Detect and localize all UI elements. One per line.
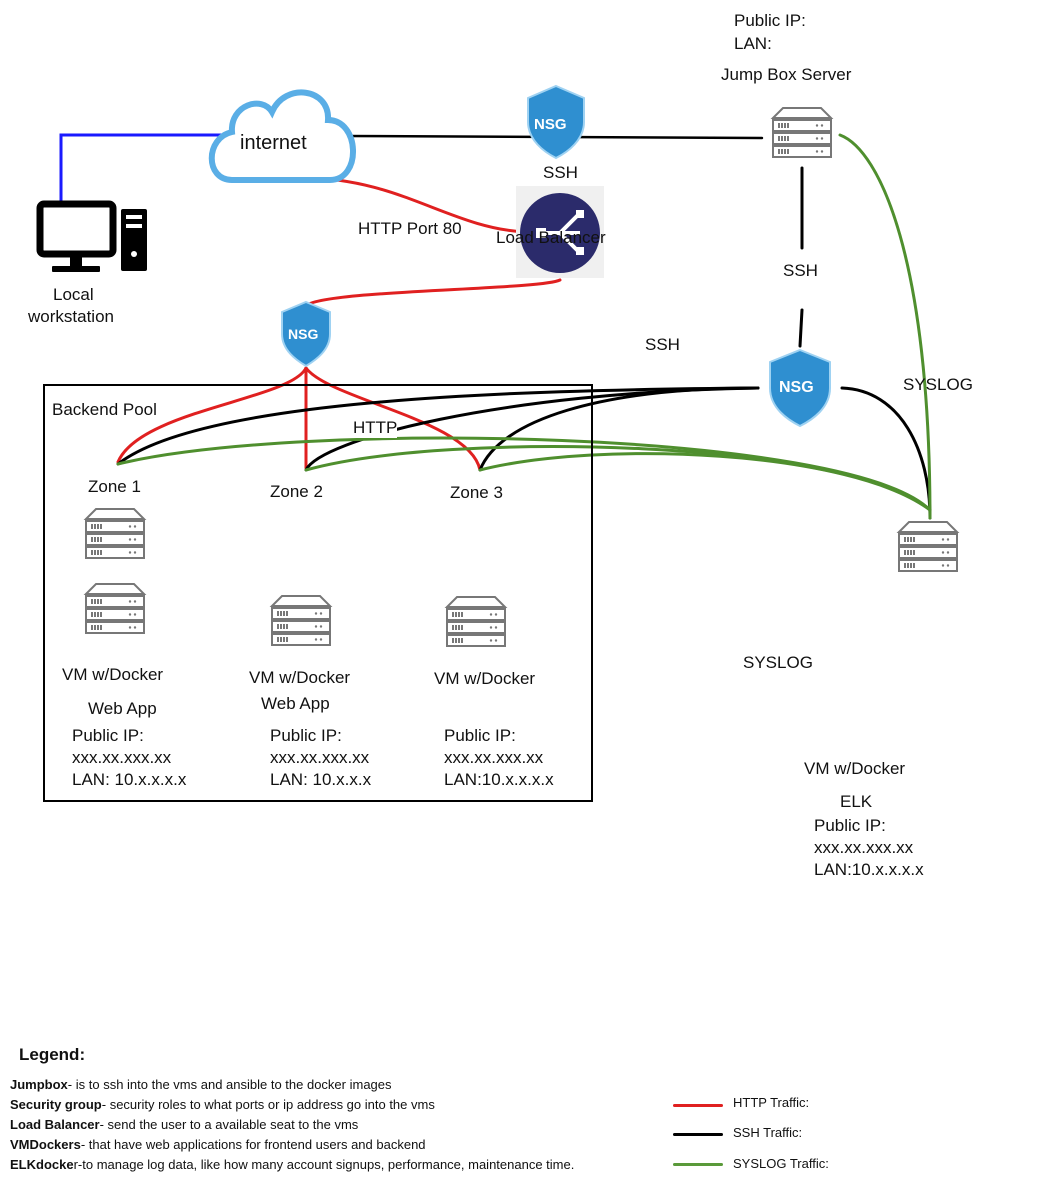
nsg-right-label: NSG <box>779 379 814 396</box>
nsg-top-caption: SSH <box>543 163 578 182</box>
zone2-ip: Public IP: <box>270 726 342 745</box>
zone1-ip-value: xxx.xx.xxx.xx <box>72 748 172 767</box>
zone3-vm: VM w/Docker <box>434 669 536 688</box>
legend-key-syslog-label: SYSLOG Traffic: <box>733 1156 829 1171</box>
elk-ip: Public IP: <box>814 816 886 835</box>
http-lb-nsg <box>304 278 562 308</box>
legend-term: Jumpbox <box>10 1077 68 1092</box>
legend-key-ssh-label: SSH Traffic: <box>733 1125 803 1140</box>
zone1-ip: Public IP: <box>72 726 144 745</box>
legend-text: - is to ssh into the vms and ansible to … <box>67 1077 392 1092</box>
jumpbox-title: Jump Box Server <box>721 65 852 84</box>
zone3-ip: Public IP: <box>444 726 516 745</box>
servers <box>83 107 960 647</box>
legend-key-ssh-swatch <box>673 1133 723 1136</box>
legend-key-syslog-swatch <box>673 1163 723 1166</box>
legend-item-jumpbox: Jumpbox- is to ssh into the vms and ansi… <box>10 1077 392 1093</box>
workstation-label-1: Local <box>53 285 94 304</box>
zone3-lan: LAN:10.x.x.x.x <box>444 770 554 789</box>
zone2-label: Zone 2 <box>270 482 323 501</box>
zone3-server-icon <box>444 596 508 647</box>
legend-term: Security group <box>10 1097 102 1112</box>
elk-title: ELK <box>840 792 873 811</box>
zone2-app: Web App <box>261 694 330 713</box>
ssh-nsg-zone3 <box>478 386 760 472</box>
legend-title: Legend: <box>19 1045 86 1064</box>
ssh-nsg-zone1 <box>116 386 760 466</box>
syslog-right-label: SYSLOG <box>903 375 973 394</box>
legend-item-load-balancer: Load Balancer- send the user to a availa… <box>10 1117 358 1133</box>
internet-label: internet <box>240 132 307 154</box>
jumpbox-server-icon <box>770 107 834 158</box>
nsg-pool-icon <box>281 300 331 368</box>
cloud-icon <box>208 89 356 183</box>
ssh-mid-label: SSH <box>783 261 818 280</box>
backend-pool-title: Backend Pool <box>52 400 157 419</box>
legend-term: Load Balancer <box>10 1117 100 1132</box>
http-nsg-zone1 <box>116 366 308 464</box>
legend-text: - that have web applications for fronten… <box>80 1137 426 1152</box>
nsg-top-label: NSG <box>534 116 567 133</box>
zone1-vm: VM w/Docker <box>62 665 164 684</box>
legend-key-http-label: HTTP Traffic: <box>733 1095 810 1110</box>
http-port-label: HTTP Port 80 <box>358 219 462 238</box>
workstation-icon <box>36 200 147 272</box>
legend-item-security-group: Security group- security roles to what p… <box>10 1097 435 1113</box>
ssh-jumpbox-nsg-lower <box>798 308 804 348</box>
legend-text: - security roles to what ports or ip add… <box>101 1097 435 1112</box>
backend-pool-box <box>43 384 593 802</box>
zone2-lan: LAN: 10.x.x.x <box>270 770 372 789</box>
zone1-server-vm-icon <box>83 583 147 634</box>
legend-text: r-to manage log data, like how many acco… <box>73 1157 575 1172</box>
zone2-ip-value: xxx.xx.xxx.xx <box>270 748 370 767</box>
zone2-vm: VM w/Docker <box>249 668 351 687</box>
elk-lan: LAN:10.x.x.x.x <box>814 860 924 879</box>
legend-item-vmdockers: VMDockers- that have web applications fo… <box>10 1137 426 1153</box>
zone1-label: Zone 1 <box>88 477 141 496</box>
legend-term: ELKdocke <box>10 1157 74 1172</box>
load-balancer-icon <box>516 186 604 278</box>
legend-item-elkdocker: ELKdocker-to manage log data, like how m… <box>10 1157 574 1173</box>
zone3-label: Zone 3 <box>450 483 503 502</box>
zone1-server-top-icon <box>83 508 147 559</box>
http-pool-label: HTTP <box>353 418 398 438</box>
legend-text: - send the user to a available seat to t… <box>99 1117 359 1132</box>
legend-term: VMDockers <box>10 1137 81 1152</box>
elk-ip-value: xxx.xx.xxx.xx <box>814 838 914 857</box>
http-nsg-zone3 <box>304 366 482 472</box>
load-balancer-label: Load Balancer <box>496 228 606 247</box>
zone1-app: Web App <box>88 699 157 718</box>
zone2-server-icon <box>269 595 333 646</box>
jumpbox-ip-label: Public IP: <box>734 11 806 30</box>
elk-vm: VM w/Docker <box>804 759 906 778</box>
zone3-ip-value: xxx.xx.xxx.xx <box>444 748 544 767</box>
elk-server-icon <box>896 521 960 572</box>
zone1-lan: LAN: 10.x.x.x.x <box>72 770 187 789</box>
syslog-jumpbox-elk <box>838 133 932 520</box>
nsg-top-icon <box>527 84 585 160</box>
legend-key-http-swatch <box>673 1104 723 1107</box>
nsg-pool-label: NSG <box>288 326 319 342</box>
ssh-right-label: SSH <box>645 335 680 354</box>
workstation-label-2: workstation <box>28 307 114 326</box>
nsg-right-icon <box>769 348 831 428</box>
syslog-zone3-elk <box>478 452 932 512</box>
jumpbox-lan-label: LAN: <box>734 34 772 53</box>
syslog-bottom-label: SYSLOG <box>743 653 813 672</box>
